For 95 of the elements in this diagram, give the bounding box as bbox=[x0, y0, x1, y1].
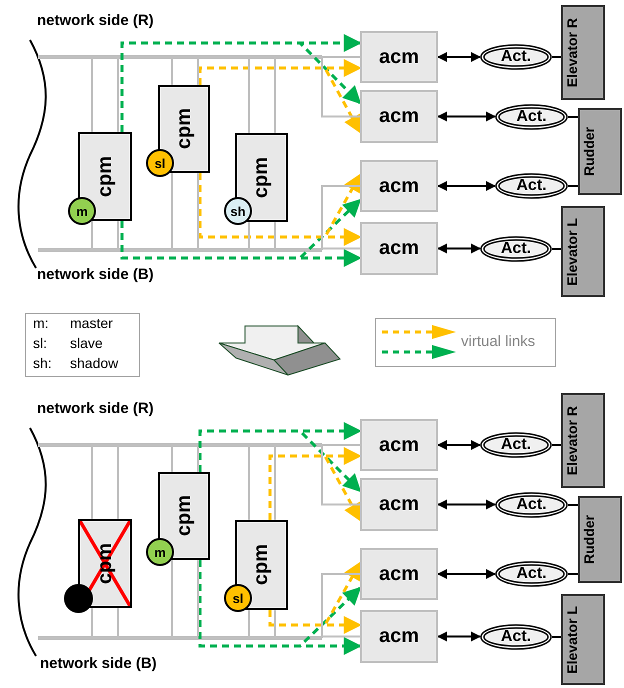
connector-line bbox=[171, 560, 173, 636]
connector-line bbox=[91, 221, 93, 248]
connector-line bbox=[274, 59, 276, 133]
actuator-ellipse: Act. bbox=[480, 432, 552, 458]
connector-line bbox=[321, 248, 360, 250]
module-box: acm bbox=[360, 90, 438, 143]
double-arrow bbox=[437, 569, 496, 579]
connector-line bbox=[321, 444, 360, 446]
connector-line bbox=[321, 57, 360, 118]
double-arrow bbox=[437, 181, 496, 191]
role-badge: sh bbox=[224, 197, 252, 225]
double-arrow bbox=[437, 500, 496, 510]
connector-line bbox=[91, 59, 93, 132]
legend-text: master bbox=[70, 315, 113, 331]
control-surface-box: Elevator L bbox=[561, 206, 605, 297]
double-arrow bbox=[437, 440, 481, 450]
connector-line bbox=[568, 573, 578, 575]
double-arrow bbox=[437, 52, 481, 62]
connector-line bbox=[568, 116, 578, 118]
control-surface-box: Rudder bbox=[578, 496, 622, 583]
connector-line bbox=[552, 248, 561, 250]
connector-line bbox=[171, 173, 173, 248]
legend-text: shadow bbox=[70, 355, 118, 371]
connector-line bbox=[197, 59, 199, 85]
actuator-ellipse: Act. bbox=[495, 492, 568, 518]
module-box: acm bbox=[360, 610, 438, 663]
network-label: network side (B) bbox=[37, 266, 154, 283]
connector-line bbox=[552, 636, 561, 638]
control-surface-box: Elevator L bbox=[561, 594, 605, 685]
legend-text: virtual links bbox=[461, 333, 536, 350]
module-box: acm bbox=[360, 478, 438, 531]
connector-line bbox=[171, 59, 173, 85]
connector-line bbox=[568, 504, 578, 506]
role-badge: sl bbox=[146, 149, 174, 177]
role-badge: sl bbox=[224, 584, 252, 612]
connector-line bbox=[274, 222, 276, 248]
connector-line bbox=[171, 447, 173, 472]
double-arrow bbox=[437, 112, 496, 122]
network-bus bbox=[38, 55, 322, 59]
role-badge: m bbox=[146, 538, 174, 566]
connector-line bbox=[117, 608, 119, 636]
actuator-ellipse: Act. bbox=[480, 236, 552, 262]
connector-line bbox=[117, 59, 119, 132]
dashed-arrow bbox=[198, 430, 362, 492]
connector-line bbox=[248, 222, 250, 248]
network-label: network side (R) bbox=[37, 12, 154, 29]
connector-line bbox=[117, 447, 119, 519]
module-box: acm bbox=[360, 548, 438, 600]
double-arrow bbox=[437, 244, 481, 254]
connector-line bbox=[197, 447, 199, 472]
connector-line bbox=[321, 573, 360, 638]
dashed-arrow bbox=[120, 221, 362, 267]
connector-line bbox=[274, 610, 276, 636]
connector-line bbox=[248, 447, 250, 520]
legend-text: sl: bbox=[33, 335, 47, 351]
connector-line bbox=[117, 221, 119, 248]
connector-line bbox=[248, 610, 250, 636]
connector-line bbox=[91, 447, 93, 519]
connector-line bbox=[552, 56, 561, 58]
actuator-ellipse: Act. bbox=[495, 561, 568, 587]
network-bus bbox=[38, 248, 322, 252]
module-box: acm bbox=[360, 222, 438, 275]
connector-line bbox=[91, 608, 93, 636]
actuator-ellipse: Act. bbox=[480, 44, 552, 70]
connector-line bbox=[321, 445, 360, 506]
double-arrow bbox=[437, 632, 481, 642]
connector-line bbox=[552, 444, 561, 446]
connector-line bbox=[197, 173, 199, 248]
connector-line bbox=[568, 185, 578, 187]
connector-line bbox=[321, 56, 360, 58]
actuator-ellipse: Act. bbox=[480, 624, 552, 650]
control-surface-box: Rudder bbox=[578, 108, 622, 195]
connector-line bbox=[248, 59, 250, 133]
network-label: network side (B) bbox=[40, 655, 157, 672]
crossed-module-box: cpm bbox=[78, 519, 132, 608]
connector-line bbox=[197, 560, 199, 636]
actuator-ellipse: Act. bbox=[495, 104, 568, 130]
network-bus bbox=[38, 636, 322, 640]
legend-text: sh: bbox=[33, 355, 52, 371]
module-box: acm bbox=[360, 160, 438, 212]
role-badge: m bbox=[68, 197, 96, 225]
connector-line bbox=[321, 636, 360, 638]
network-label: network side (R) bbox=[37, 400, 154, 417]
control-surface-box: Elevator R bbox=[561, 393, 605, 488]
actuator-ellipse: Act. bbox=[495, 173, 568, 199]
connector-line bbox=[274, 447, 276, 520]
connector-line bbox=[321, 185, 360, 250]
control-surface-box: Elevator R bbox=[561, 5, 605, 100]
module-box: acm bbox=[360, 419, 438, 471]
failed-indicator bbox=[64, 584, 93, 613]
module-box: acm bbox=[360, 31, 438, 83]
legend-text: m: bbox=[33, 315, 49, 331]
dashed-arrow bbox=[198, 66, 362, 134]
network-bus bbox=[38, 443, 322, 447]
legend-text: slave bbox=[70, 335, 103, 351]
